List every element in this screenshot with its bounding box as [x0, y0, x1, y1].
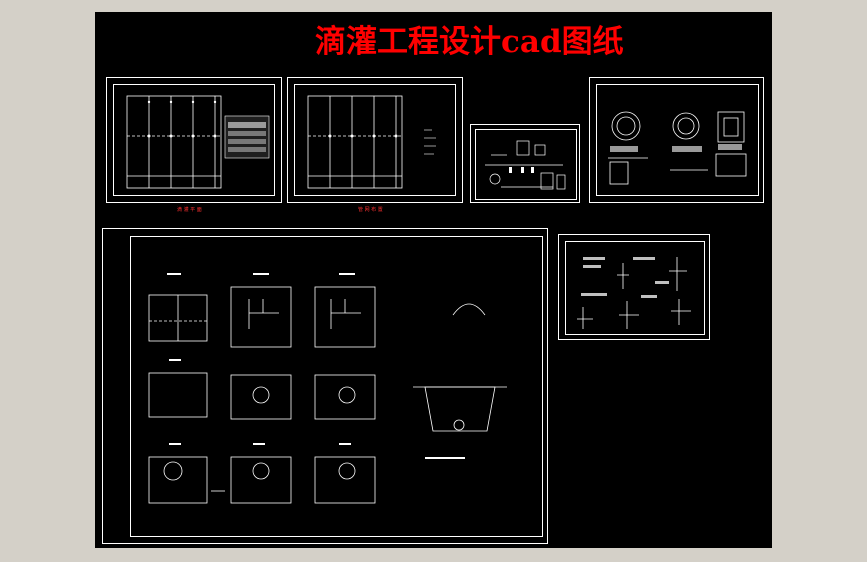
- drawing-sheet-equipment[interactable]: [470, 124, 580, 203]
- plan-linework: [126, 95, 270, 189]
- cad-drawing-canvas[interactable]: 滴灌工程设计cad图纸: [95, 12, 772, 548]
- drawing-sheet-pipe-network[interactable]: 管 网 布 置: [287, 77, 463, 213]
- page-title: 滴灌工程设计cad图纸: [315, 24, 624, 60]
- fittings-linework: [577, 257, 691, 329]
- equipment-linework: [485, 140, 566, 190]
- sheet-caption: 管 网 布 置: [358, 207, 383, 213]
- sheet-caption: 滴 灌 平 面: [177, 207, 202, 213]
- pipe-network-linework: [307, 95, 436, 189]
- drawing-sheet-details[interactable]: [102, 228, 548, 544]
- details-linework: [148, 273, 507, 504]
- drawing-sheet-fittings[interactable]: [558, 234, 710, 340]
- drawing-sheet-plan[interactable]: 滴 灌 平 面: [106, 77, 282, 213]
- drawing-sheet-well-sections[interactable]: [589, 77, 764, 203]
- well-sections-linework: [608, 111, 747, 185]
